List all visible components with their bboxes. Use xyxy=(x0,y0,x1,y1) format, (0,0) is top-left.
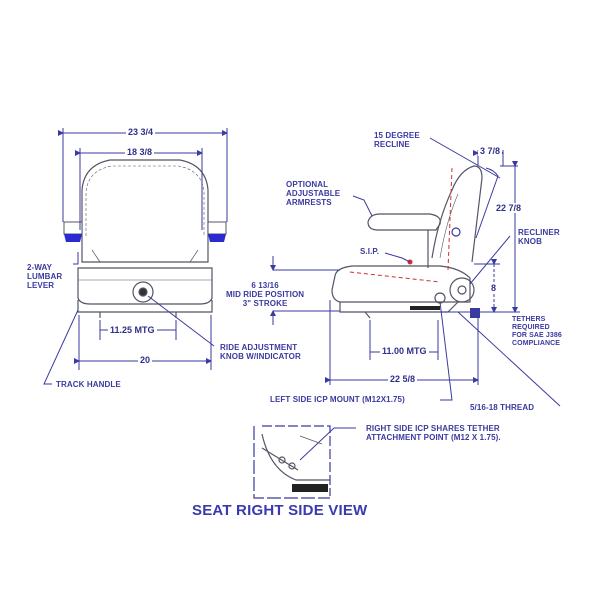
label-sip: S.I.P. xyxy=(360,247,380,256)
dim-front-mounting: 11.25 MTG xyxy=(108,325,157,335)
right-side-inset xyxy=(253,425,331,499)
dim-seat-height: 8 xyxy=(489,283,499,293)
dim-overall-width: 23 3/4 xyxy=(126,127,156,137)
inset-title: SEAT RIGHT SIDE VIEW xyxy=(192,502,368,519)
label-right-icp: RIGHT SIDE ICP SHARES TETHER ATTACHMENT … xyxy=(366,424,501,442)
dim-recline-offset: 3 7/8 xyxy=(478,146,503,156)
label-thread: 5/16-18 THREAD xyxy=(470,403,535,412)
label-tethers: TETHERS REQUIRED FOR SAE J386 COMPLIANCE xyxy=(512,316,562,347)
label-ride-knob: RIDE ADJUSTMENT KNOB w/INDICATOR xyxy=(220,343,301,361)
front-armrests xyxy=(63,221,227,242)
dim-back-width: 18 3/8 xyxy=(125,147,155,157)
sip-line xyxy=(349,167,453,283)
front-view-seat xyxy=(77,159,213,318)
label-armrests: OPTIONAL ADJUSTABLE ARMRESTS xyxy=(286,180,341,207)
dim-side-mounting: 11.00 MTG xyxy=(380,346,429,356)
dim-ride-position: 6 13/16 MID RIDE POSITION 3" STROKE xyxy=(226,281,305,308)
side-view-seat xyxy=(331,165,499,319)
label-recliner-knob: RECLINER KNOB xyxy=(518,228,560,246)
label-track-handle: TRACK HANDLE xyxy=(56,380,121,389)
dim-back-height: 22 7/8 xyxy=(494,203,524,213)
label-left-icp: LEFT SIDE ICP MOUNT (M12X1.75) xyxy=(270,395,405,404)
dim-base-width: 20 xyxy=(138,355,153,365)
label-lumbar-lever: 2-WAY LUMBAR LEVER xyxy=(27,263,63,290)
dim-depth: 22 5/8 xyxy=(388,374,418,384)
label-recline: 15 DEGREE RECLINE xyxy=(374,131,420,149)
